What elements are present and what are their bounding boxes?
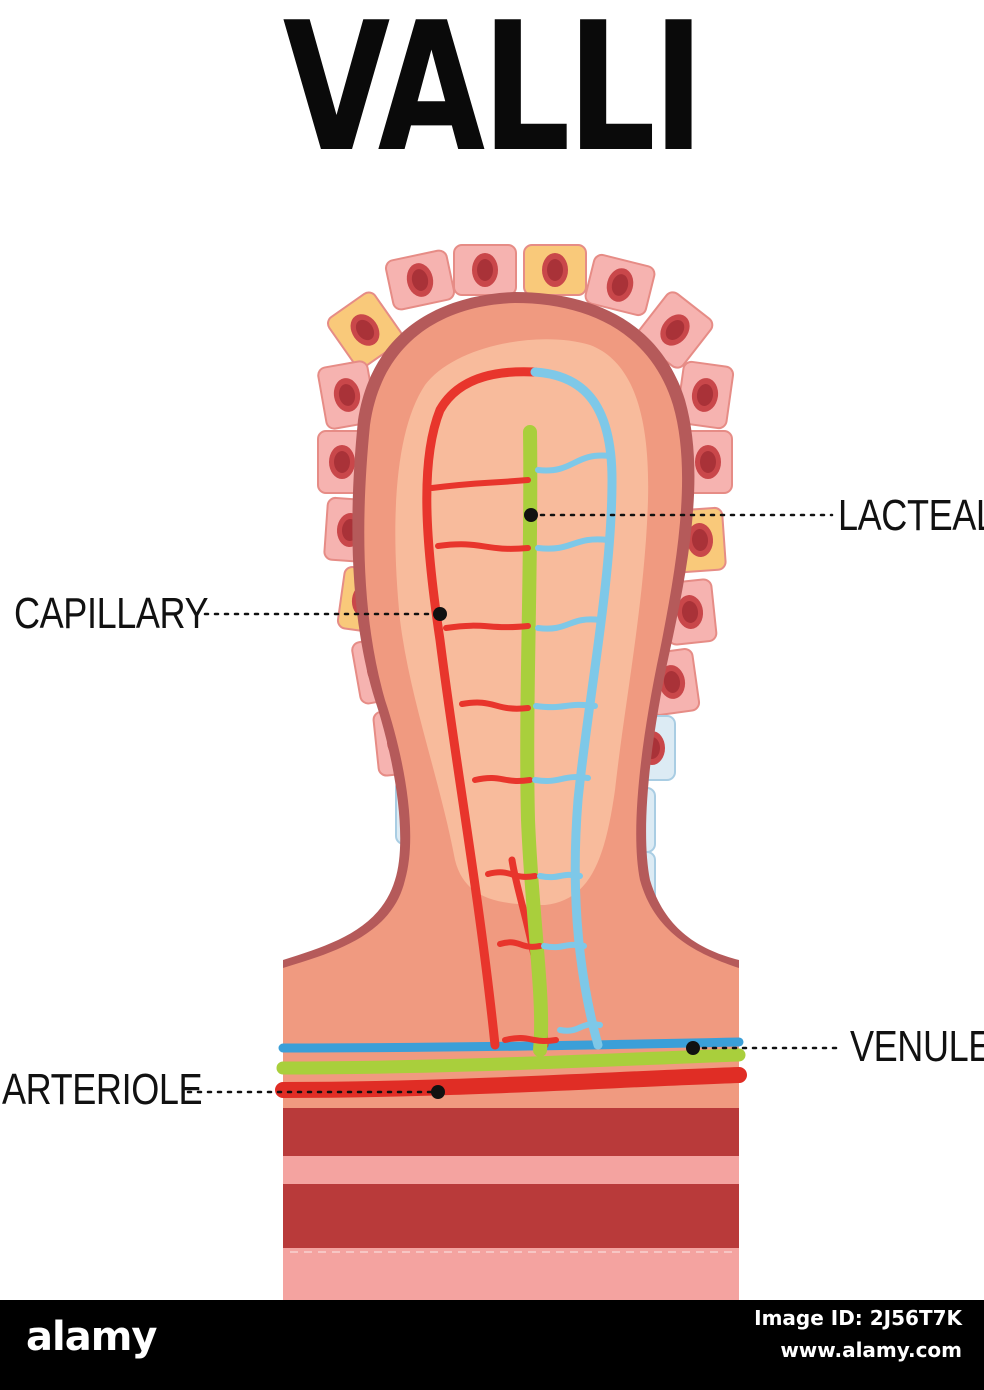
lacteal-pointer-dot: [524, 508, 538, 522]
lymph-vessel: [276, 1048, 746, 1075]
venule-rung: [557, 1021, 603, 1034]
muscle-layer-light-2: [283, 1248, 739, 1300]
arteriole-vessel: [275, 1067, 747, 1098]
epithelial-cell: [523, 244, 587, 296]
cell-nucleolus: [334, 451, 350, 473]
venule-label: VENULE: [850, 1022, 984, 1071]
venule-rung: [535, 616, 603, 632]
capillary-vessel: [422, 367, 540, 1050]
cell-nucleolus: [547, 259, 563, 281]
vessel-network: [275, 367, 747, 1098]
watermark-footer: alamy Image ID: 2J56T7K www.alamy.com: [0, 1300, 984, 1390]
venule-capillary-vessel: [530, 367, 617, 1050]
lacteal-vessel: [520, 425, 549, 1057]
capillary-rung: [485, 869, 538, 880]
villus-diagram: [186, 244, 844, 1300]
venule-rung: [532, 774, 591, 784]
footer-image-id: Image ID: 2J56T7K: [754, 1306, 962, 1330]
muscle-layer-1: [283, 1108, 739, 1156]
cell-nucleolus: [411, 269, 429, 291]
muscle-layer-light-1: [283, 1156, 739, 1184]
capillary-rung: [443, 622, 531, 631]
venule-pointer-dot: [686, 1041, 700, 1055]
epithelial-cell: [453, 244, 517, 296]
cell-nucleolus: [663, 671, 681, 693]
leader-lines: [186, 508, 844, 1099]
venule-rung: [535, 452, 613, 474]
diagram-title: VALLI: [282, 0, 705, 191]
epithelial-cell: [326, 291, 404, 369]
cell-nucleolus: [355, 319, 375, 341]
footer-brand-logo: alamy: [26, 1314, 157, 1360]
cell-nucleolus: [477, 259, 493, 281]
cell-nucleolus: [338, 384, 356, 406]
cell-nucleolus: [665, 320, 685, 340]
capillary-rung: [497, 939, 543, 950]
venule-vessel: [278, 1037, 744, 1053]
capillary-label: CAPILLARY: [14, 589, 209, 638]
epithelial-cell: [683, 430, 733, 494]
venule-rung: [537, 871, 583, 881]
cell-nucleolus: [691, 529, 709, 551]
arteriole-label: ARTERIOLE: [2, 1065, 203, 1114]
arteriole-pointer-dot: [431, 1085, 445, 1099]
cell-nucleolus: [700, 451, 716, 473]
cell-nucleolus: [681, 601, 699, 623]
cell-nucleolus: [696, 384, 714, 406]
capillary-pointer-dot: [433, 607, 447, 621]
venule-rung: [535, 536, 611, 552]
capillary-rung: [502, 1035, 559, 1044]
muscle-layer-2: [283, 1184, 739, 1248]
cell-nucleolus: [611, 274, 629, 296]
venule-rung: [533, 701, 598, 711]
lacteal-label: LACTEAL: [838, 491, 984, 540]
epithelial-cell: [584, 253, 656, 317]
capillary-rung: [459, 699, 531, 712]
venule-rung: [541, 941, 587, 951]
epithelial-cell: [384, 249, 456, 311]
capillary-rung: [472, 775, 533, 784]
footer-url: www.alamy.com: [780, 1338, 962, 1362]
capillary-rung: [429, 477, 531, 491]
capillary-rung: [435, 541, 531, 552]
